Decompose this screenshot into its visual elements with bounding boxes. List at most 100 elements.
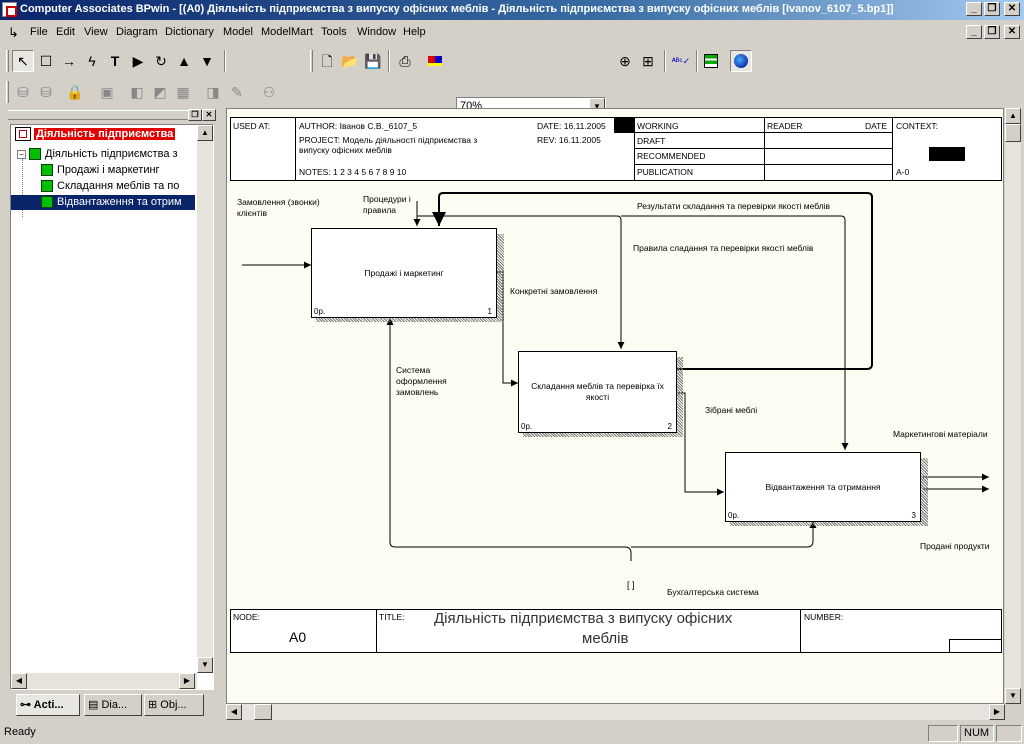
canvas-vscrollbar[interactable]: ▲ ▼ <box>1005 108 1021 704</box>
menu-window[interactable]: Window <box>357 26 397 38</box>
mm-grid-icon[interactable]: ▦ <box>176 84 190 100</box>
box-number: 3 <box>911 511 916 520</box>
arrow-tool-icon[interactable]: → <box>62 53 76 69</box>
scroll-left-icon[interactable]: ◀ <box>226 704 242 720</box>
box-number: 2 <box>667 422 672 431</box>
mm-library-icon[interactable]: ◨ <box>206 84 220 100</box>
box-cost: 0р. <box>521 422 533 431</box>
tab-label: Acti... <box>33 699 64 711</box>
menu-diagram[interactable]: Diagram <box>116 26 158 38</box>
menu-view[interactable]: View <box>84 26 108 38</box>
document-icon[interactable]: ↳ <box>8 25 19 40</box>
zoom-fit-icon[interactable]: ⊞ <box>642 53 654 69</box>
tree-item-assembly[interactable]: Складання меблів та по <box>41 179 179 194</box>
scroll-thumb[interactable] <box>254 704 272 720</box>
mm-connect-icon[interactable]: ⛁ <box>17 84 29 100</box>
go-up-icon[interactable]: ▲ <box>177 53 191 69</box>
tree-item-label: Відвантаження та отрим <box>57 196 182 208</box>
activity-icon <box>41 180 53 193</box>
go-down-icon[interactable]: ▶ <box>132 53 144 69</box>
rev-label: REV: 16.11.2005 <box>537 135 601 145</box>
doc-minimize-icon[interactable]: _ <box>966 25 982 39</box>
node-value: A0 <box>289 629 307 645</box>
arrow-label-orders[interactable]: Замовлення (звонки) клієнтів <box>237 197 320 218</box>
restore-icon[interactable]: ❐ <box>984 2 1000 16</box>
mm-disconnect-icon[interactable]: ⛁ <box>40 84 52 100</box>
arrow-label-assembled[interactable]: Зібрані меблі <box>705 405 758 415</box>
arrow-label-marketing[interactable]: Маркетингові матеріали <box>893 429 988 439</box>
reader-date-label: DATE <box>865 121 888 131</box>
status-bar: Ready NUM <box>0 722 1024 744</box>
doc-restore-icon[interactable]: ❐ <box>984 25 1000 39</box>
scroll-right-icon[interactable]: ▶ <box>179 673 195 689</box>
lock-icon[interactable]: 🔒 <box>66 84 84 100</box>
new-file-icon[interactable]: 🗋 <box>321 53 333 69</box>
context-node-label: A-0 <box>896 167 910 177</box>
arrow-label-procedures[interactable]: Процедури і правила <box>363 194 411 215</box>
mm-tools-icon[interactable]: ✎ <box>231 84 243 100</box>
tree-context-item[interactable]: −Діяльність підприємства з <box>17 147 178 162</box>
arrow-label-results[interactable]: Результати складання та перевірки якості… <box>637 201 831 211</box>
menu-model[interactable]: Model <box>223 26 253 38</box>
cube-icon[interactable]: ▣ <box>100 84 114 100</box>
tab-diagrams[interactable]: ▤ Dia... <box>84 694 142 716</box>
minimize-icon[interactable]: _ <box>966 2 982 16</box>
menu-dictionary[interactable]: Dictionary <box>165 26 214 38</box>
arrow-label-concrete-orders[interactable]: Конкретні замовлення <box>510 286 598 296</box>
scroll-left-icon[interactable]: ◀ <box>11 673 27 689</box>
tree-item-sales[interactable]: Продажі і маркетинг <box>41 163 160 178</box>
working-status-marker <box>614 117 634 133</box>
menu-edit[interactable]: Edit <box>56 26 75 38</box>
tree-item-shipping[interactable]: Відвантаження та отрим <box>11 195 195 210</box>
arrow-label-sold[interactable]: Продані продукти <box>920 541 990 551</box>
globe-icon[interactable] <box>730 50 752 72</box>
mm-check-icon[interactable]: ◩ <box>153 84 167 100</box>
activity-box-3[interactable]: Відвантаження та отримання 0р. 3 <box>725 452 921 522</box>
app-icon[interactable] <box>2 2 17 17</box>
arrow-label-rules[interactable]: Правила сладання та перевірки якості меб… <box>633 243 814 253</box>
arrow-label-accounting[interactable]: Бухгалтерська система <box>667 587 759 597</box>
tree-root-item[interactable]: Діяльність підприємства <box>15 127 176 142</box>
tab-activities[interactable]: ⊶ Acti... <box>16 694 80 716</box>
scroll-thumb[interactable] <box>1005 124 1021 142</box>
zoom-in-icon[interactable]: ⊕ <box>619 53 631 69</box>
close-icon[interactable]: ✕ <box>1004 2 1020 16</box>
mm-users-icon[interactable]: ⚇ <box>262 84 276 100</box>
tab-objects[interactable]: ⊞ Obj... <box>144 694 204 716</box>
collapse-icon[interactable]: − <box>17 149 26 159</box>
open-folder-icon[interactable]: 📂 <box>341 53 359 69</box>
panel-close-icon[interactable]: ✕ <box>202 109 216 121</box>
arrow-label-system[interactable]: Система оформлення замовлень <box>396 365 447 397</box>
menu-file[interactable]: File <box>30 26 48 38</box>
canvas-hscrollbar[interactable]: ◀ ▶ <box>226 704 1005 720</box>
model-explorer-icon[interactable] <box>700 50 722 72</box>
squiggle-tool-icon[interactable]: ϟ <box>88 53 96 69</box>
go-down-level-icon[interactable]: ▼ <box>200 53 214 69</box>
tree-hscrollbar[interactable]: ◀ ▶ <box>11 673 197 689</box>
menu-help[interactable]: Help <box>403 26 426 38</box>
scroll-up-icon[interactable]: ▲ <box>197 125 213 141</box>
scroll-right-icon[interactable]: ▶ <box>989 704 1005 720</box>
rotate-icon[interactable]: ↻ <box>155 53 167 69</box>
activity-box-2[interactable]: Складання меблів та перевірка їх якості … <box>518 351 677 433</box>
tree-vscrollbar[interactable]: ▲ ▼ <box>197 125 213 673</box>
tree-item-label: Складання меблів та по <box>57 180 180 192</box>
text-tool-icon[interactable]: T <box>110 53 120 69</box>
scroll-up-icon[interactable]: ▲ <box>1005 108 1021 124</box>
activity-box-1[interactable]: Продажі і маркетинг 0р. 1 <box>311 228 497 318</box>
scroll-down-icon[interactable]: ▼ <box>197 657 213 673</box>
save-icon[interactable]: 💾 <box>364 53 382 69</box>
color-icon[interactable] <box>424 50 446 72</box>
menu-modelmart[interactable]: ModelMart <box>261 26 313 38</box>
pointer-tool-icon[interactable]: ↖ <box>12 50 34 72</box>
box-tool-icon[interactable]: ☐ <box>39 53 53 69</box>
menu-tools[interactable]: Tools <box>321 26 347 38</box>
panel-restore-icon[interactable]: ❐ <box>188 109 202 121</box>
activity-icon <box>41 164 53 177</box>
mm-model-icon[interactable]: ◧ <box>130 84 144 100</box>
print-icon[interactable]: ⎙ <box>399 53 411 69</box>
diagram-canvas[interactable]: USED AT: AUTHOR: Іванов С.В._6107_5 DATE… <box>226 108 1004 704</box>
doc-close-icon[interactable]: ✕ <box>1004 25 1020 39</box>
scroll-down-icon[interactable]: ▼ <box>1005 688 1021 704</box>
spellcheck-icon[interactable]: ᴬᴮᶜ✓ <box>671 56 691 66</box>
